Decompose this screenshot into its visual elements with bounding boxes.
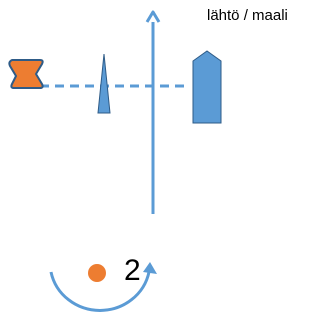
rounding-arc-arrowhead bbox=[143, 262, 157, 274]
rounding-arc bbox=[49, 271, 151, 312]
start-finish-label: lähtö / maali bbox=[207, 7, 288, 24]
mark-number-label: 2 bbox=[124, 254, 141, 287]
orange-flag-icon bbox=[8, 59, 44, 89]
committee-boat-icon bbox=[192, 50, 222, 124]
buoy-icon bbox=[88, 264, 106, 282]
course-arrow-head bbox=[145, 10, 161, 23]
sailboat-icon bbox=[97, 53, 111, 114]
